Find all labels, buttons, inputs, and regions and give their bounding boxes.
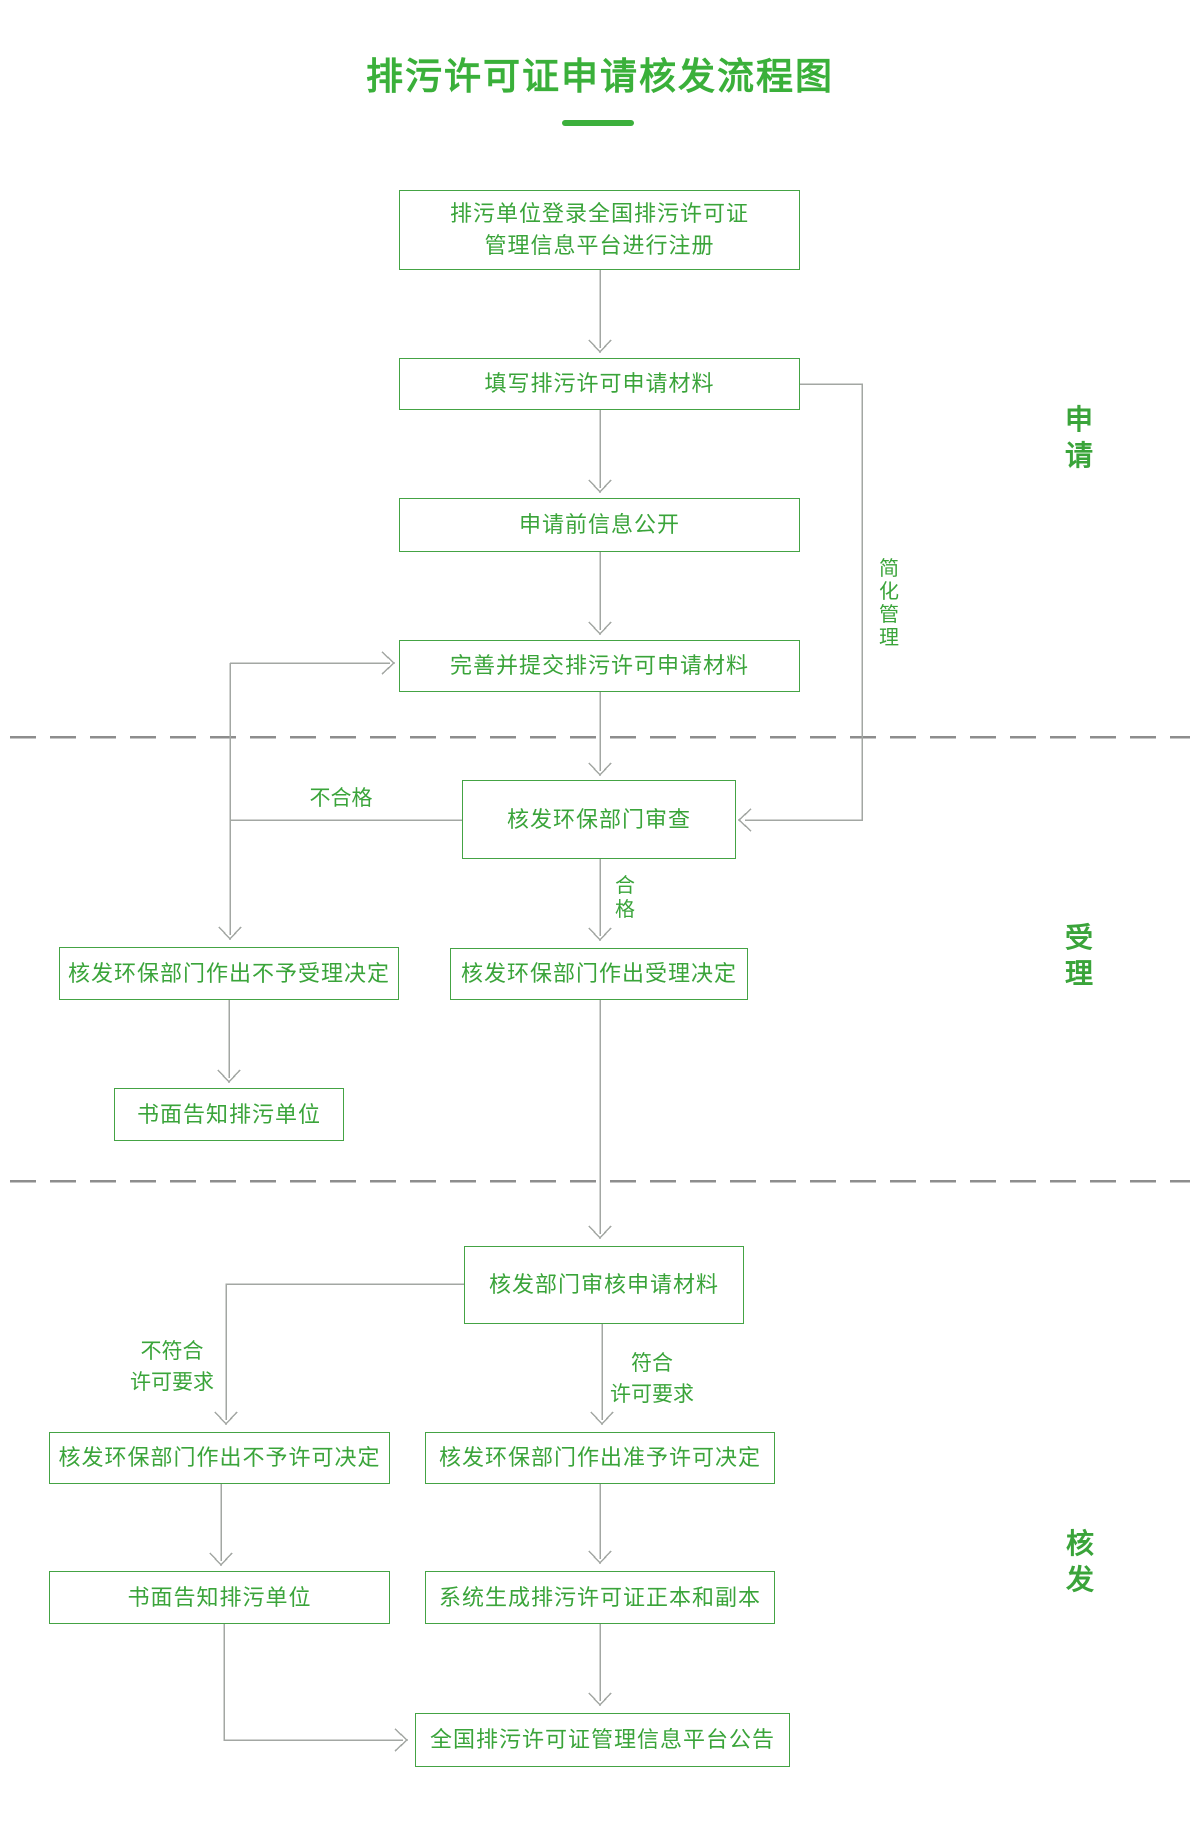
edge-review-to-accept-qualified [588,859,612,942]
title-underline [562,120,634,126]
edge-examine-to-grant-meet [590,1324,614,1426]
edge-fill-to-review-simplified [737,383,863,832]
edge-label-simplified-management: 简化管理 [879,558,899,649]
node-accept-decision: 核发环保部门作出受理决定 [450,948,748,1000]
edge-grant-to-generate [588,1484,612,1565]
page-title: 排污许可证申请核发流程图 [366,56,834,97]
node-platform-announce: 全国排污许可证管理信息平台公告 [415,1713,790,1767]
section-label-accept: 受理 [1064,922,1093,989]
node-dept-examine: 核发部门审核申请材料 [464,1246,744,1324]
edge-review-unqualified-branch [218,651,462,941]
section-label-issue: 核发 [1065,1528,1094,1595]
node-generate-permit: 系统生成排污许可证正本和副本 [425,1571,775,1624]
edge-label-meet-requirements: 符合 许可要求 [610,1352,694,1406]
node-fill-materials: 填写排污许可申请材料 [399,358,800,410]
node-complete-submit: 完善并提交排污许可申请材料 [399,640,800,692]
node-notify-deny: 书面告知排污单位 [49,1571,390,1624]
edge-notify-to-announce [223,1624,409,1752]
edge-generate-to-announce [588,1624,612,1707]
edge-examine-notmeet-branch [214,1283,464,1426]
node-pre-disclosure: 申请前信息公开 [399,498,800,552]
edge-accept-to-examine [588,1000,612,1240]
section-label-apply: 申请 [1064,404,1093,471]
edge-predisclosure-to-submit [588,552,612,636]
edge-label-unqualified: 不合格 [309,787,373,810]
node-notify-reject: 书面告知排污单位 [114,1088,344,1141]
node-deny-decision: 核发环保部门作出不予许可决定 [49,1432,390,1484]
node-grant-decision: 核发环保部门作出准予许可决定 [425,1432,775,1484]
edge-fill-to-predisclosure [588,410,612,494]
node-register: 排污单位登录全国排污许可证 管理信息平台进行注册 [399,190,800,270]
edge-label-qualified: 合格 [615,875,635,921]
edge-deny-to-notify [209,1484,233,1567]
node-dept-review: 核发环保部门审查 [462,780,736,859]
edge-label-not-meet-requirements: 不符合 许可要求 [130,1340,214,1394]
edge-reject-to-notify [217,1000,241,1084]
edge-register-to-fill [588,270,612,354]
edge-submit-to-review [588,692,612,777]
node-reject-decision: 核发环保部门作出不予受理决定 [59,947,399,1000]
